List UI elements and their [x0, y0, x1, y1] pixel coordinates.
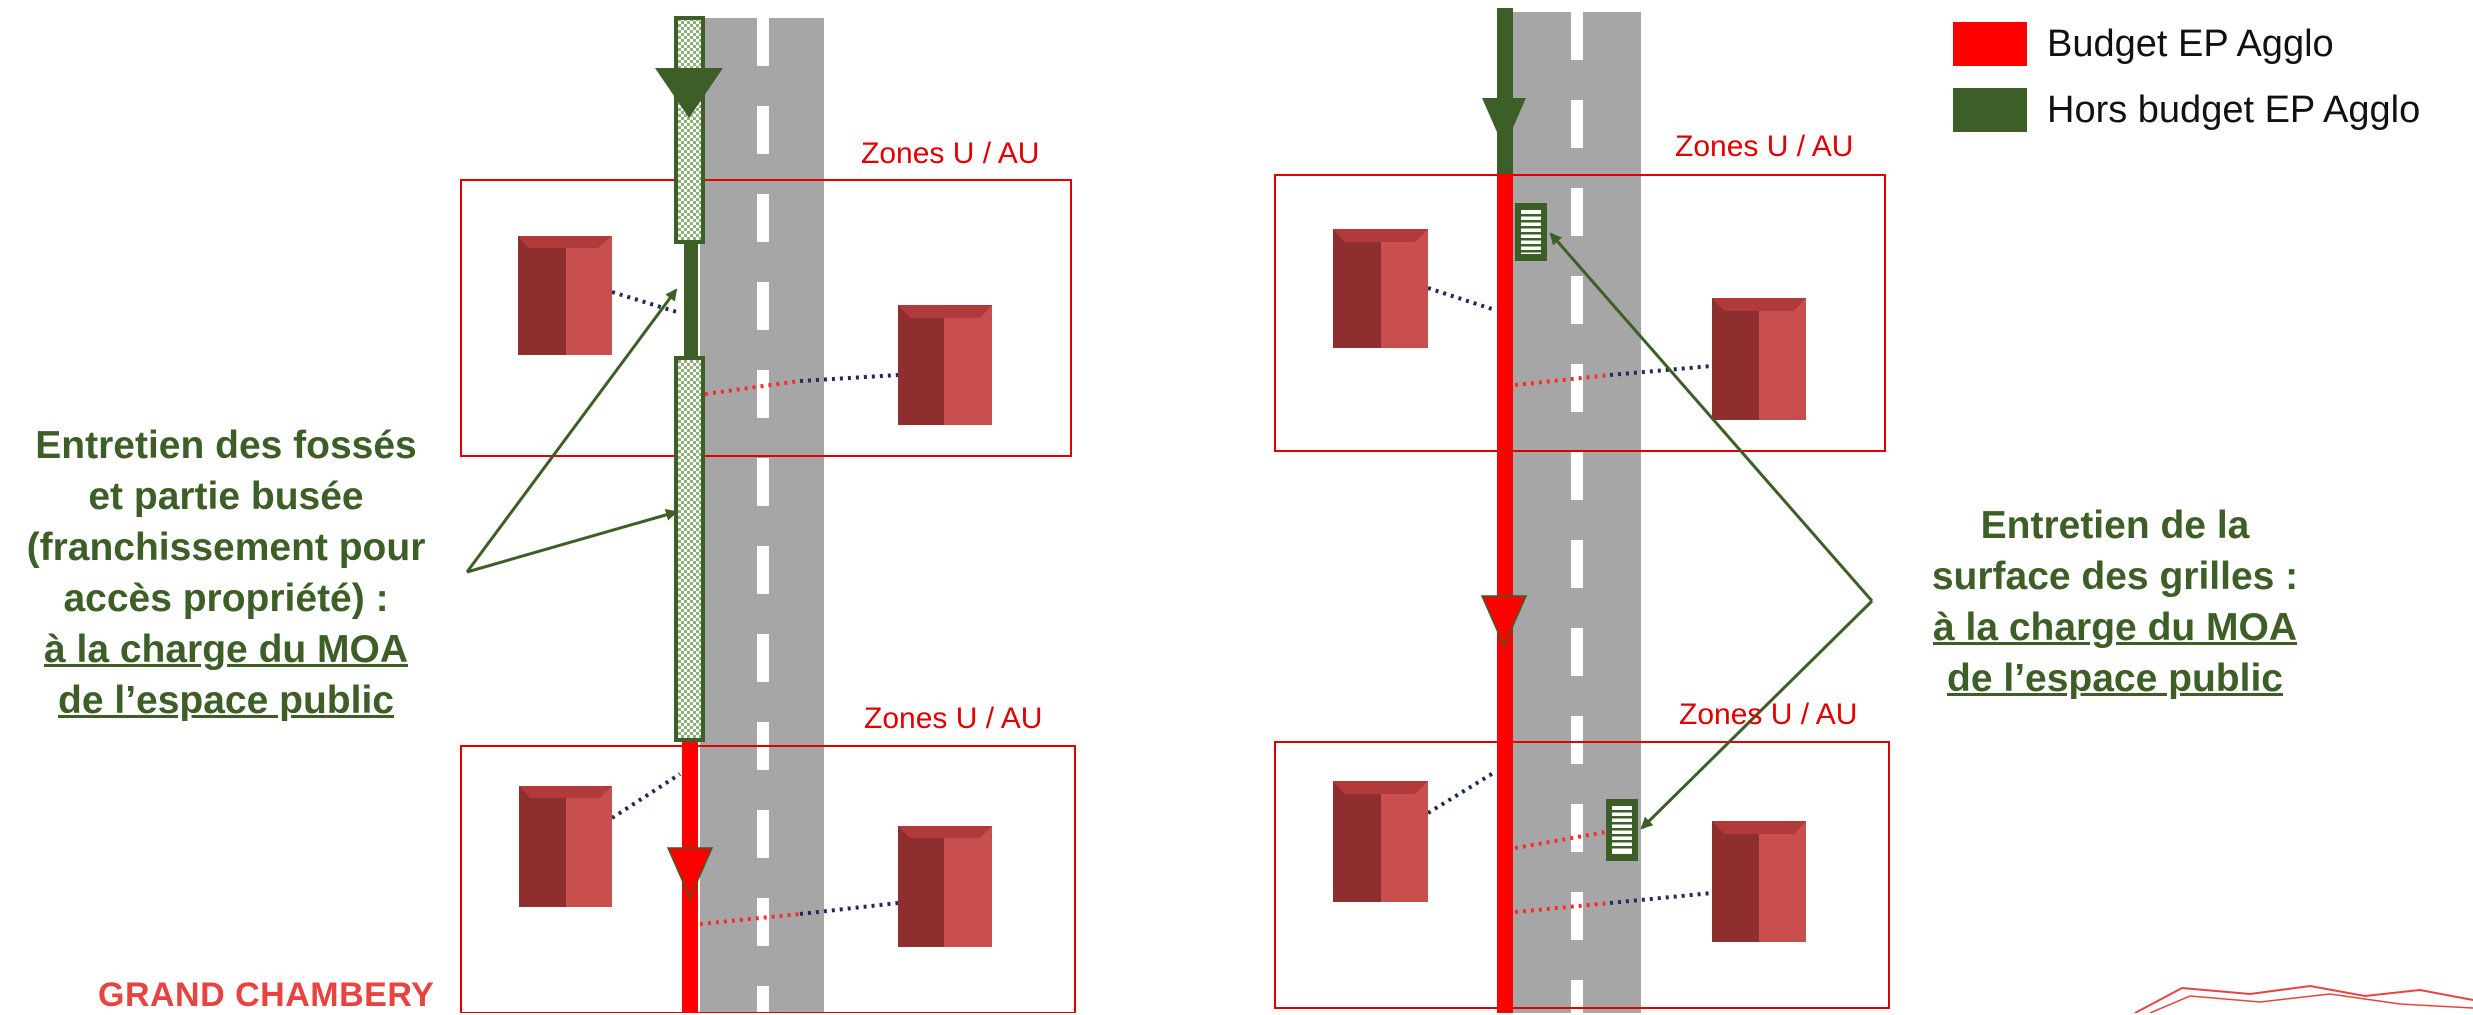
- right-callout-line-2: [1640, 599, 1874, 830]
- left-red-flow-arrow: [666, 847, 714, 900]
- right-red-network: [1497, 174, 1513, 1013]
- right-red-flow-arrow: [1480, 595, 1528, 648]
- house-icon: [1712, 298, 1806, 420]
- legend-label-budget: Budget EP Agglo: [2047, 22, 2334, 65]
- left-note-line-1: Entretien des fossés: [35, 424, 417, 467]
- right-road-lane-markings: [1571, 12, 1583, 1013]
- grate-icon: [1515, 203, 1547, 261]
- left-connection-2b: [799, 373, 899, 383]
- legend-item-budget: Budget EP Agglo: [1953, 22, 2334, 66]
- right-note-line-3: à la charge du MOA: [1932, 606, 2298, 649]
- right-zone-top-label: Zones U / AU: [1675, 130, 1854, 163]
- left-zone-bottom-label: Zones U / AU: [864, 702, 1043, 735]
- right-callout-line-1: [1549, 232, 1874, 602]
- house-icon: [1333, 781, 1428, 902]
- right-connection-1: [1427, 286, 1496, 312]
- brand-swoosh-2: [2149, 993, 2473, 1013]
- left-zone-bottom: [460, 745, 1076, 1013]
- right-note-line-2: surface des grilles :: [1931, 555, 2299, 598]
- left-note-line-3: (franchissement pour: [26, 526, 426, 569]
- left-note-line-4: accès propriété) :: [63, 577, 389, 620]
- left-connection-1: [611, 290, 681, 315]
- legend-label-hors-budget: Hors budget EP Agglo: [2047, 88, 2421, 131]
- left-note-line-6: de l’espace public: [58, 679, 394, 722]
- house-icon: [1712, 821, 1806, 942]
- right-maintenance-note: Entretien de la surface des grilles : à …: [1880, 500, 2350, 704]
- left-zone-top-label: Zones U / AU: [861, 137, 1040, 170]
- legend-item-hors-budget: Hors budget EP Agglo: [1953, 88, 2420, 132]
- right-panel: [1274, 8, 1890, 1013]
- brand-logo-text: GRAND CHAMBERY: [98, 976, 435, 1014]
- left-note-line-2: et partie busée: [88, 475, 364, 518]
- house-icon: [898, 826, 992, 947]
- legend-swatch-green: [1953, 88, 2027, 132]
- right-note-line-4: de l’espace public: [1947, 657, 2283, 700]
- brand-swoosh: [2134, 984, 2473, 1013]
- right-green-flow-arrow: [1482, 98, 1526, 148]
- left-connection-4a: [699, 912, 801, 926]
- right-zone-top: [1274, 174, 1886, 452]
- right-zone-bottom: [1274, 741, 1890, 1009]
- right-connection-3: [1426, 770, 1497, 815]
- house-icon: [518, 236, 612, 355]
- right-note-line-1: Entretien de la: [1980, 504, 2250, 547]
- right-connection-5b: [1609, 891, 1713, 905]
- right-connection-2b: [1609, 364, 1713, 377]
- left-note-line-5: à la charge du MOA: [43, 628, 409, 671]
- left-callout-line-2: [466, 508, 678, 574]
- left-connection-3: [610, 772, 682, 820]
- left-culvert-top: [674, 16, 705, 244]
- left-road-lane-markings: [757, 18, 769, 1013]
- left-road: [700, 18, 824, 1013]
- left-connection-4b: [799, 901, 899, 916]
- left-culvert-bottom: [674, 356, 705, 742]
- house-icon: [898, 305, 992, 425]
- left-green-ditch-segment: [684, 244, 698, 360]
- left-maintenance-note: Entretien des fossés et partie busée (fr…: [0, 420, 452, 726]
- right-road: [1503, 12, 1641, 1013]
- left-zone-top: [460, 179, 1072, 457]
- legend-swatch-red: [1953, 22, 2027, 66]
- left-callout-line-1: [465, 288, 678, 573]
- left-green-flow-arrow: [655, 68, 723, 118]
- right-green-network: [1497, 8, 1513, 174]
- house-icon: [519, 786, 612, 907]
- right-zone-bottom-label: Zones U / AU: [1679, 698, 1858, 731]
- house-icon: [1333, 229, 1428, 348]
- grate-icon: [1606, 799, 1638, 861]
- left-panel: [460, 16, 1076, 1013]
